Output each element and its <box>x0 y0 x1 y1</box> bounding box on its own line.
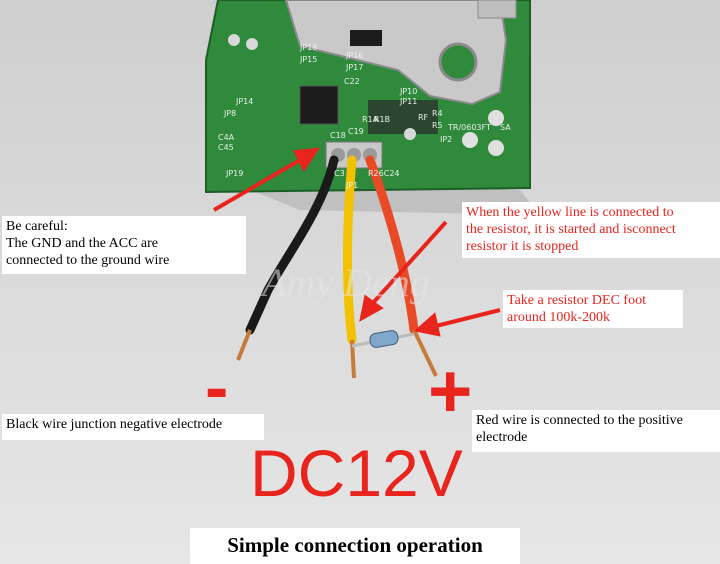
silkscreen-label: JP16 <box>345 51 363 60</box>
silkscreen-label: TR/0603FT <box>447 123 491 132</box>
yellow-wire <box>343 155 357 345</box>
note-line: Be careful: <box>6 219 68 234</box>
annotation-arrows <box>212 147 501 337</box>
note-black-wire: Black wire junction negative electrode <box>2 414 264 440</box>
silkscreen-label: C4A <box>218 133 235 142</box>
silkscreen-label: C3 <box>334 169 345 178</box>
silkscreen-label: C22 <box>344 77 360 86</box>
silkscreen-label: C19 <box>348 127 364 136</box>
silkscreen-label: JP1 <box>345 181 358 190</box>
silkscreen-label: JP15 <box>299 55 317 64</box>
note-resistor: Take a resistor DEC foot around 100k-200… <box>503 290 683 328</box>
silkscreen-label: IP2 <box>440 135 452 144</box>
silkscreen-label: R1B <box>374 115 390 124</box>
note-line: the resistor, it is started and isconnec… <box>466 222 676 237</box>
silkscreen-label: JP8 <box>223 109 236 118</box>
silkscreen-label: JP18 <box>299 43 317 52</box>
note-line: Red wire is connected to the positive <box>476 413 683 428</box>
silkscreen-label: RF <box>418 113 429 122</box>
silkscreen-label: R26C24 <box>368 169 400 178</box>
voltage-label: DC12V <box>250 436 463 510</box>
ic-chip <box>299 85 339 125</box>
note-line: The GND and the ACC are <box>6 236 159 251</box>
resistor <box>369 330 399 348</box>
silkscreen-label: JP11 <box>399 97 417 106</box>
note-ground-warning: Be careful: The GND and the ACC are conn… <box>2 216 246 274</box>
silkscreen-label: SA <box>500 123 511 132</box>
red-wire <box>365 155 419 335</box>
silkscreen-label: R4 <box>432 109 443 118</box>
note-yellow-wire: When the yellow line is connected to the… <box>462 202 720 258</box>
silkscreen-label: JP19 <box>225 169 243 178</box>
silkscreen-label: C45 <box>218 143 234 152</box>
note-line: resistor it is stopped <box>466 239 579 254</box>
caption: Simple connection operation <box>190 528 520 564</box>
silkscreen-label: R1A <box>362 115 379 124</box>
watermark-text: Amy Deng <box>262 260 430 305</box>
note-line: around 100k-200k <box>507 310 611 325</box>
silkscreen-label: R5 <box>432 121 443 130</box>
note-line: electrode <box>476 430 528 445</box>
note-line: Take a resistor DEC foot <box>507 293 646 308</box>
positive-sign: + <box>428 349 473 434</box>
note-line: When the yellow line is connected to <box>466 205 674 220</box>
silkscreen-label: JP10 <box>399 87 417 96</box>
silkscreen-label: JP17 <box>345 63 363 72</box>
silkscreen-label: JP14 <box>235 97 253 106</box>
note-red-wire: Red wire is connected to the positive el… <box>472 410 720 452</box>
silkscreen-label: C18 <box>330 131 346 140</box>
note-line: connected to the ground wire <box>6 253 170 268</box>
black-wire <box>245 155 339 335</box>
negative-sign: - <box>205 348 229 426</box>
